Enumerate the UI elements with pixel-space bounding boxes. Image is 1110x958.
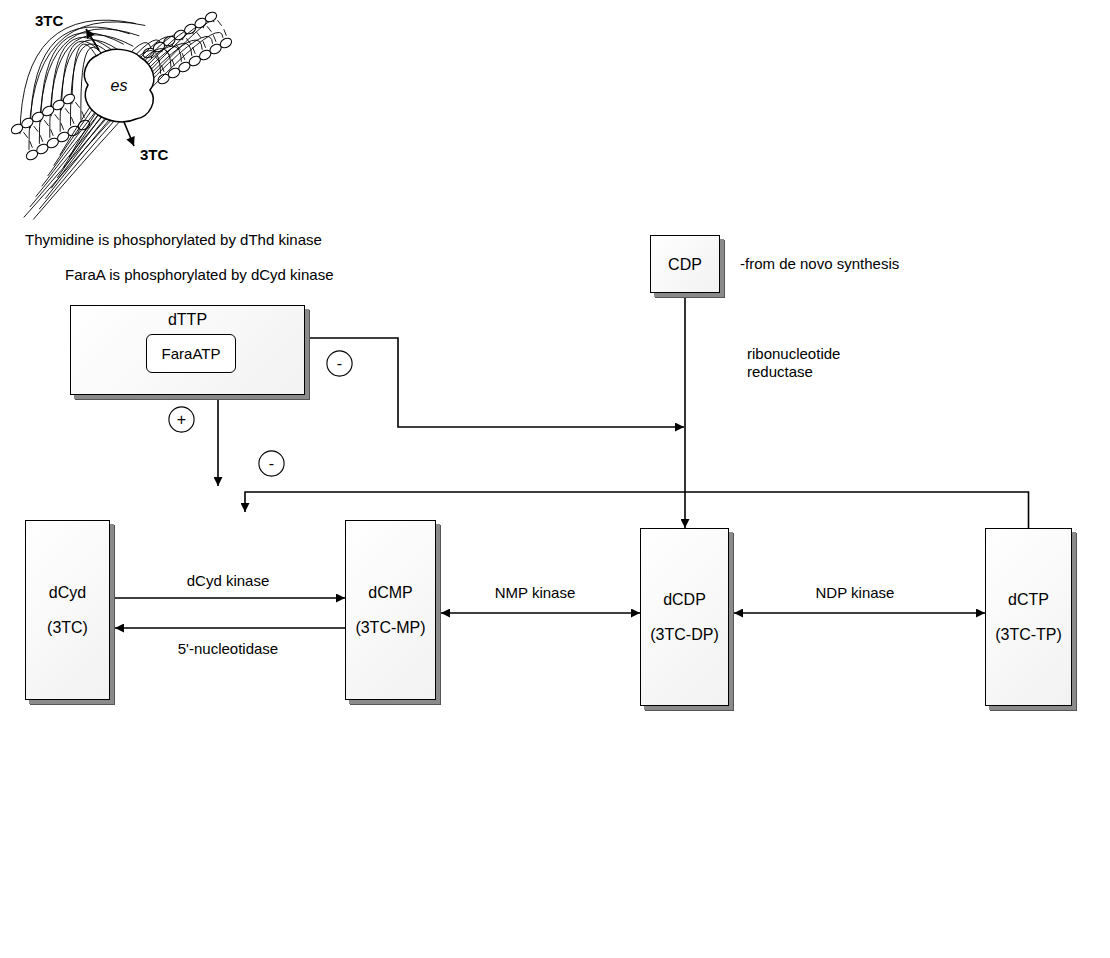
node-label: dCTP <box>1008 590 1049 609</box>
lipid-tail <box>57 46 181 178</box>
node-label: - <box>337 354 342 373</box>
illustration-layer <box>10 10 1029 528</box>
node-label: CDP <box>668 255 702 274</box>
lipid-tail <box>75 102 79 108</box>
annotation-note: Thymidine is phosphorylated by dThd kina… <box>25 231 322 249</box>
annotation-note: FaraA is phosphorylated by dCyd kinase <box>65 266 333 284</box>
reaction-arrow <box>684 298 686 528</box>
reaction-arrow <box>115 627 345 629</box>
lipid-tail <box>213 35 216 42</box>
lipid-tail <box>30 141 33 148</box>
node-label: dTTP <box>168 310 207 329</box>
nucleotide-box: dCDP (3TC-DP) <box>640 528 729 706</box>
enzyme-label: 5'-nucleotidase <box>176 640 280 658</box>
lipid-tail <box>197 32 201 38</box>
node-label: (3TC-DP) <box>650 625 718 644</box>
nucleotide-box: dCyd (3TC) <box>25 520 110 700</box>
node-label: FaraATP <box>162 344 221 363</box>
lipid-tail <box>65 108 69 114</box>
sign-ring <box>327 351 352 376</box>
node-label: dCMP <box>368 583 412 602</box>
nucleotide-box: dCTP (3TC-TP) <box>985 528 1072 706</box>
enzyme-label: NMP kinase <box>493 584 578 602</box>
node-label: dCDP <box>663 590 706 609</box>
metabolite-box: dTTP FaraATP <box>70 305 305 395</box>
annotation-note: -from de novo synthesis <box>740 255 899 273</box>
inhibition-sign: - <box>326 350 353 377</box>
lipid-head <box>62 92 77 105</box>
node-label: - <box>269 454 274 473</box>
enzyme-label: dCyd kinase <box>185 572 272 590</box>
metabolite-box: CDP <box>650 235 720 293</box>
reaction-arrow <box>734 612 985 614</box>
lipid-tail <box>207 26 211 32</box>
lipid-tail <box>33 32 223 219</box>
node-label: + <box>177 410 186 429</box>
sign-ring <box>259 451 284 476</box>
lipid-tail <box>61 123 64 130</box>
protein-shape <box>84 49 153 122</box>
lipid-tail <box>203 41 206 48</box>
lipid-head <box>219 36 234 49</box>
enzyme-label: ribonucleotide reductase <box>745 345 849 381</box>
node-label: (3TC) <box>47 618 88 637</box>
inner-metabolite-box: FaraATP <box>146 334 236 373</box>
lipid-tail <box>40 135 43 142</box>
sign-ring <box>169 407 194 432</box>
lipid-tail <box>30 25 204 207</box>
lipid-tail <box>51 129 54 136</box>
lipid-tail <box>45 40 202 199</box>
lipid-tail <box>217 20 221 26</box>
lipid-tail <box>24 20 214 217</box>
lipid-tail <box>71 117 74 124</box>
node-label: (3TC-TP) <box>995 625 1062 644</box>
lipid-tail <box>224 29 227 36</box>
inhibition-sign: - <box>258 450 285 477</box>
reaction-arrow <box>115 597 345 599</box>
enzyme-label: NDP kinase <box>814 584 897 602</box>
lipid-head <box>204 10 219 23</box>
regulation-arrow <box>310 338 684 427</box>
reaction-arrow <box>441 612 640 614</box>
lipid-tail <box>34 126 38 132</box>
node-label: dCyd <box>49 583 86 602</box>
cell-membrane <box>10 10 234 219</box>
node-label: es <box>111 76 128 95</box>
nucleotide-box: dCMP (3TC-MP) <box>345 520 436 700</box>
lipid-tail <box>23 132 27 138</box>
lipid-tail <box>55 114 59 120</box>
transport-arrow <box>124 122 134 146</box>
lipid-tail <box>51 43 192 188</box>
drug-label: 3TC <box>140 146 168 164</box>
lipid-tail <box>36 29 193 196</box>
lipid-tail <box>44 120 48 126</box>
transporter-protein: es <box>78 45 160 125</box>
transport-arrow <box>86 29 99 50</box>
drug-label: 3TC <box>35 12 63 30</box>
node-label: (3TC-MP) <box>355 618 425 637</box>
activation-sign: + <box>168 406 195 433</box>
